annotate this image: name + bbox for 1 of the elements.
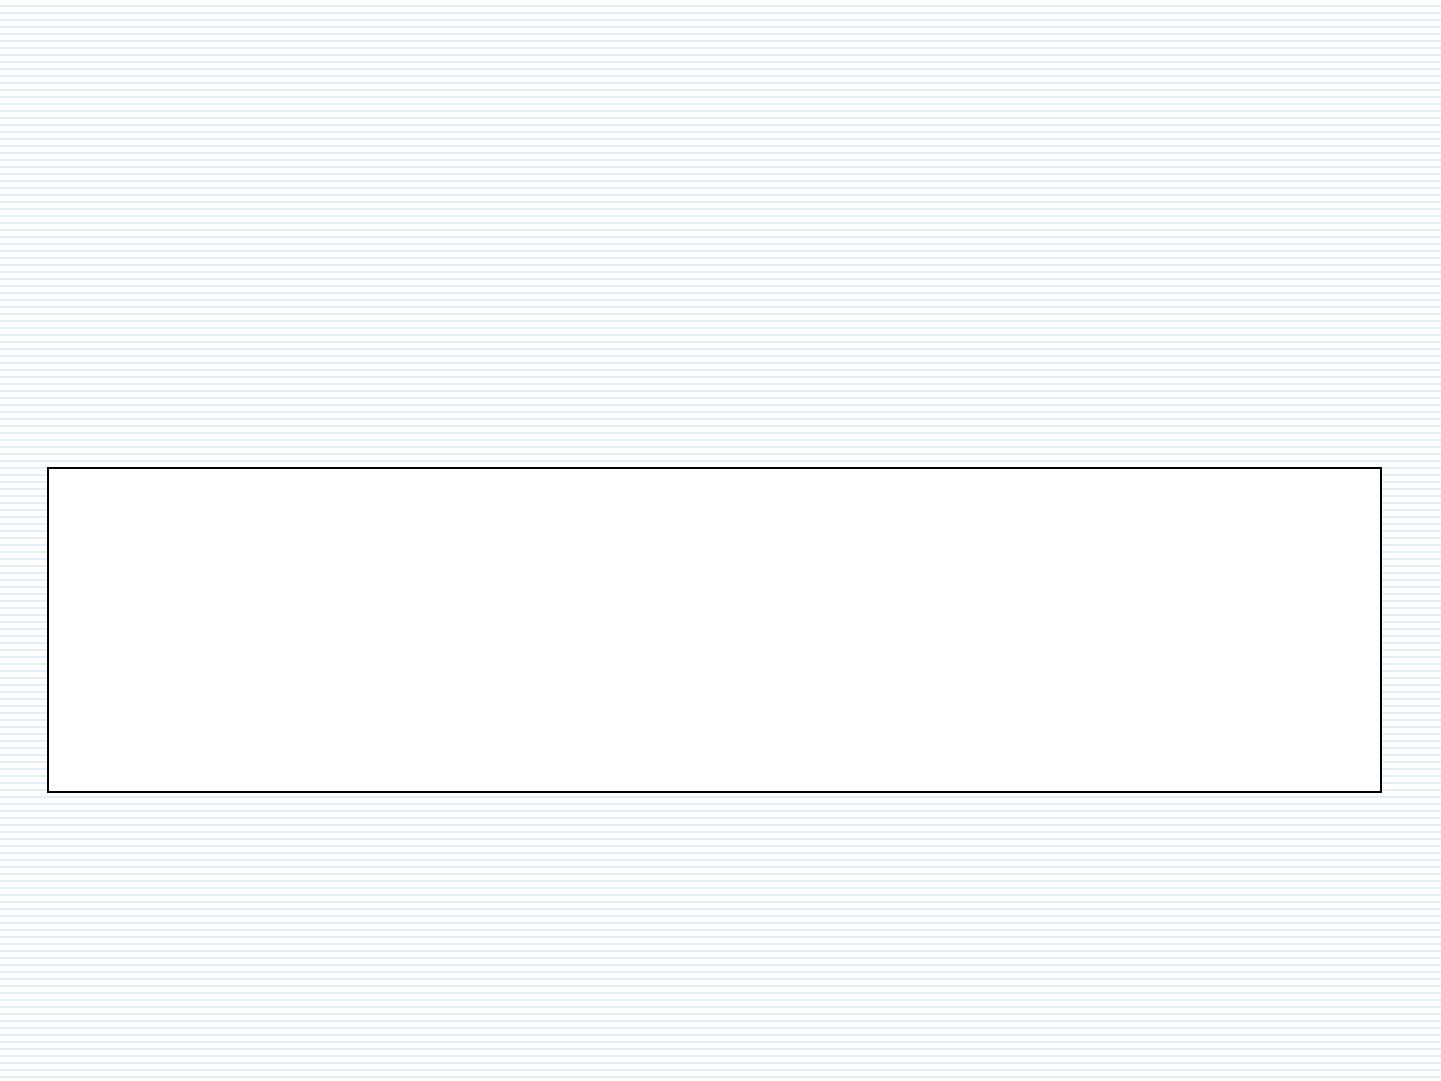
empty-box [47, 467, 1382, 793]
